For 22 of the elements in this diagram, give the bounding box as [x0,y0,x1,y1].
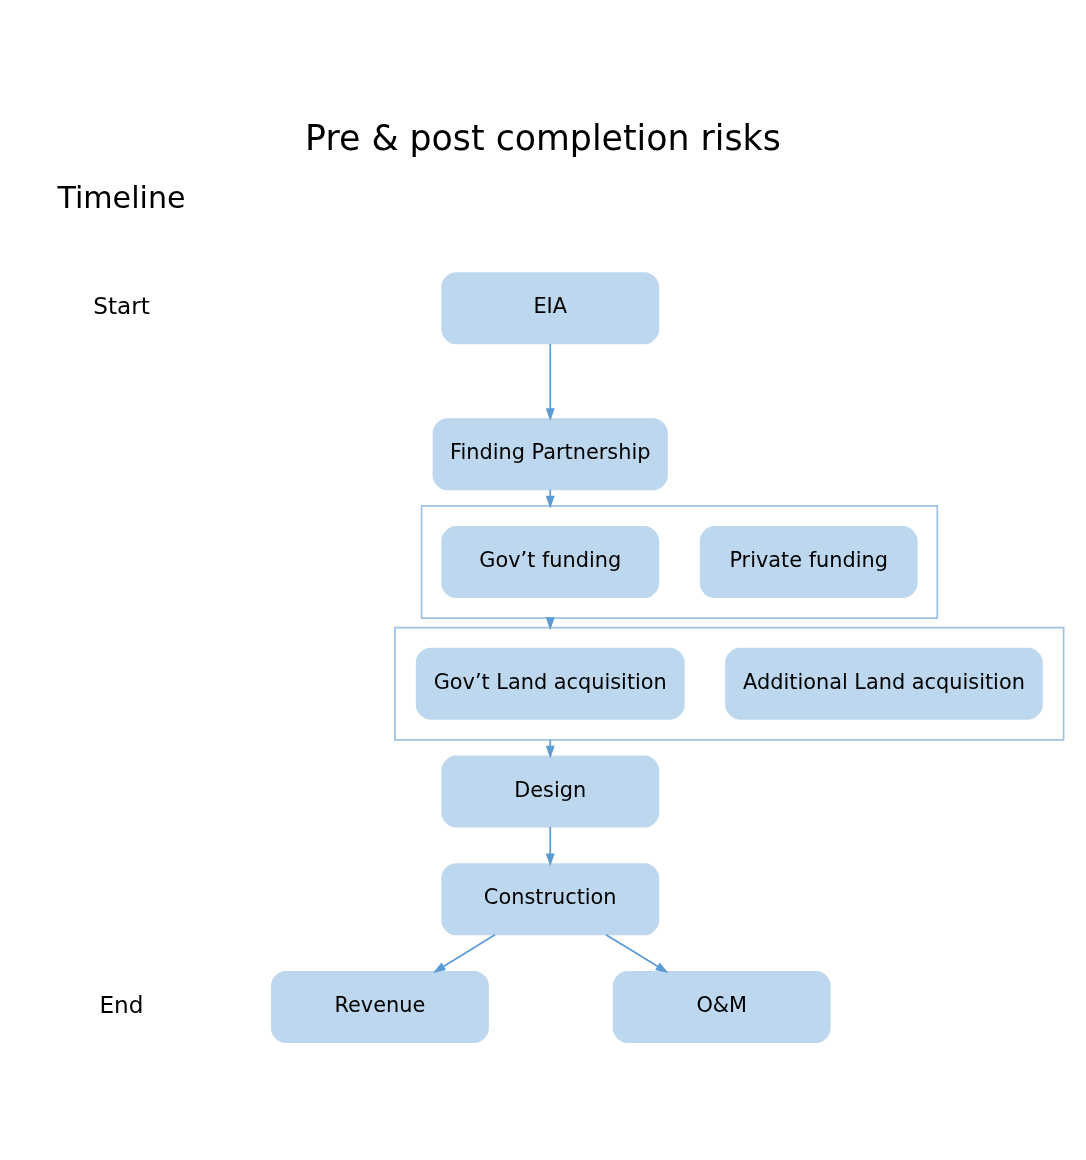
node-box: Construction [441,863,660,936]
arrow [605,933,669,973]
cluster [420,504,939,620]
arrow [432,933,496,973]
arrow [545,342,555,422]
diagram-title: Pre & post completion risks [305,118,781,159]
node-box: EIA [441,272,660,345]
arrow [545,739,555,759]
node-box: Revenue [270,971,489,1043]
label: Start [93,292,150,320]
node-box: Finding Partnership [432,418,668,491]
node-box: Design [441,755,660,828]
cluster [394,626,1065,741]
node-box: Gov’t funding [441,526,660,598]
node-box: Gov’t Land acquisition [415,647,685,720]
label: Timeline [57,179,186,215]
arrow [545,488,555,509]
node-box: Additional Land acquisition [725,647,1043,720]
arrow [545,826,555,867]
label: End [99,990,144,1018]
node-box: Private funding [699,526,918,598]
node-box: O&M [612,971,831,1043]
